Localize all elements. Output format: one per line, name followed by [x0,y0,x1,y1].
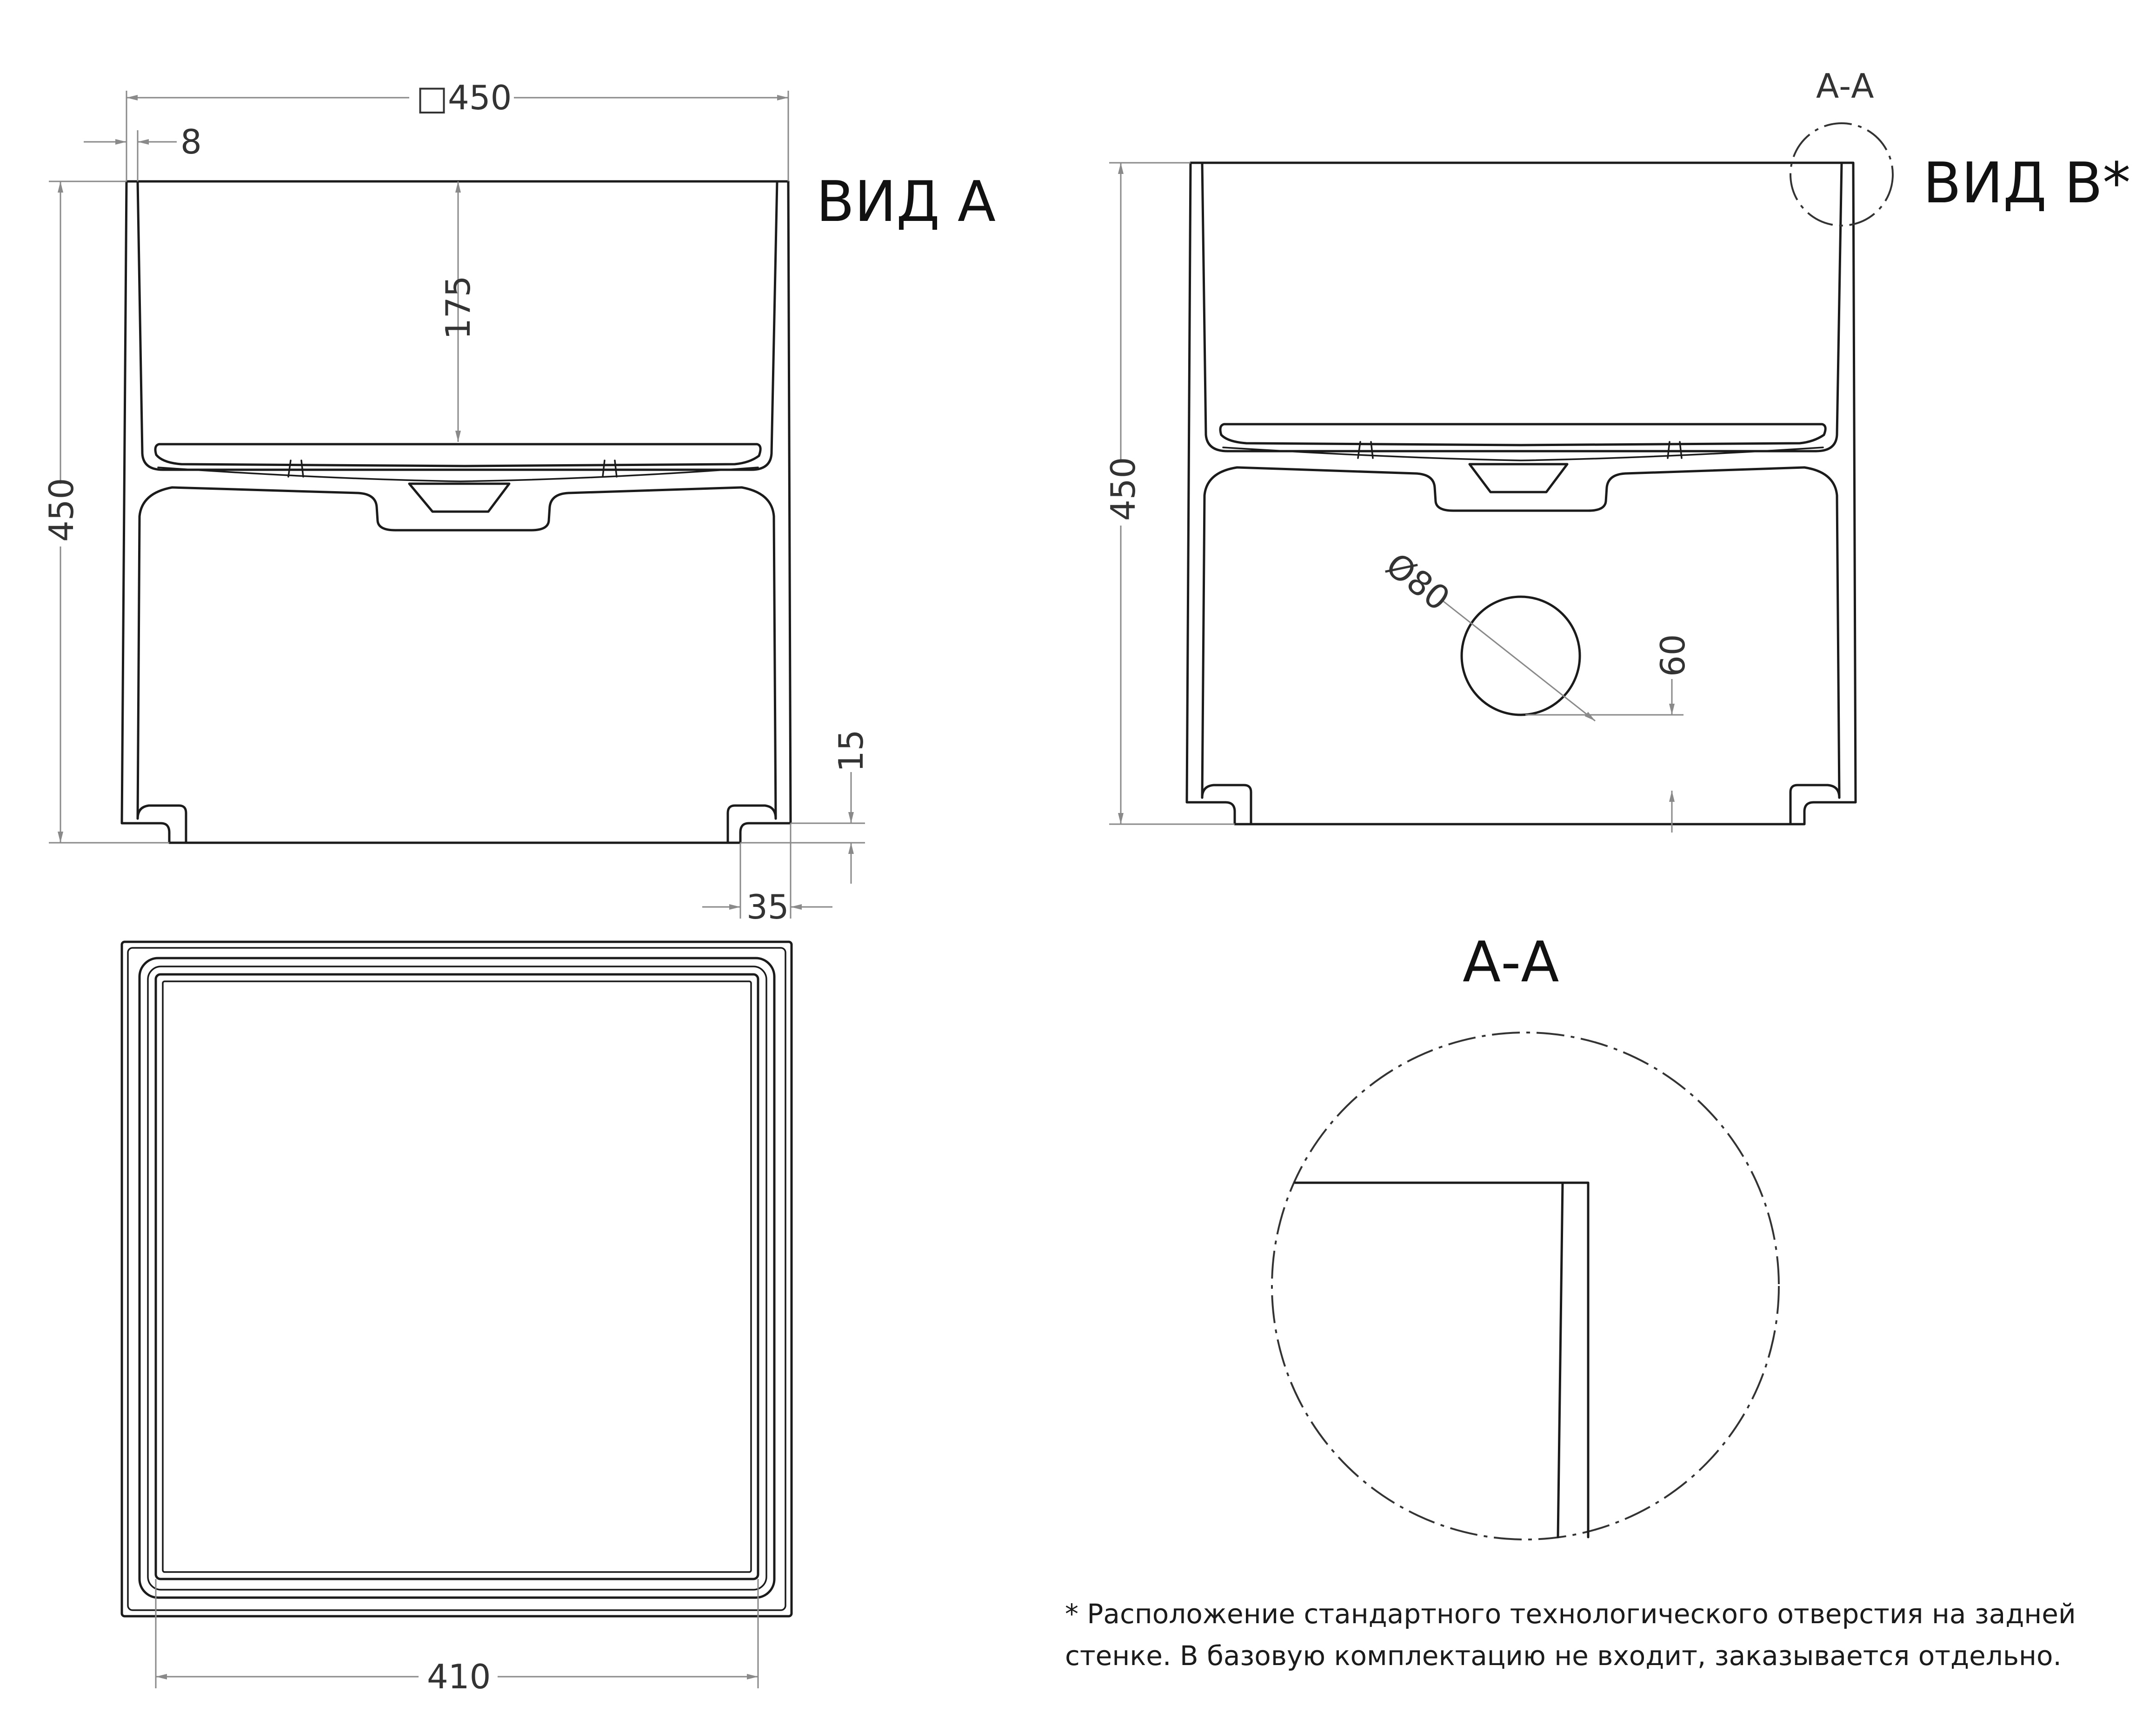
label-view-a: ВИД А [816,170,996,234]
top-view-rim [138,957,776,1599]
footnote: * Расположение стандартного технологичес… [1065,1598,2076,1672]
dim-hole-offset: 60 [1653,634,1692,677]
view-a-drain-cut [408,482,511,513]
view-a-dimensions: □450 8 175 450 15 35 [42,78,871,926]
dim-tray-depth: 175 [439,276,478,340]
top-view-drawing [120,940,793,1618]
dim-foot-width: 35 [746,887,789,926]
view-b-cabinet-interior [1201,466,1841,799]
dim-wall: 8 [180,122,202,161]
dim-inner-width: 410 [427,1657,491,1696]
view-b-dimensions: 450 Ø80 60 [1104,162,1692,833]
view-b-shelf [1219,423,1827,446]
label-view-b: ВИД В* [1923,151,2130,216]
view-b-hole [1460,595,1581,716]
view-a-inner-wall-left [136,180,779,471]
dim-top-width: □450 [416,78,512,117]
section-detail-circle [1271,1032,1780,1540]
dim-hole-diameter: Ø80 [1379,545,1457,618]
section-callout-circle [1790,122,1894,227]
dim-height-left: 450 [42,478,81,542]
view-a-cabinet-interior [136,486,777,820]
section-detail-profile [1294,1181,1590,1539]
label-section-title: А-А [1463,930,1559,995]
view-b-outer-profile [1185,161,1857,826]
section-detail [1271,1032,1780,1540]
top-view-dimensions: 410 [155,1579,759,1696]
view-b-inner-wall [1201,161,1843,453]
label-section-callout: А-А [1816,67,1874,106]
view-a-shelf [154,443,762,467]
top-view-outer [120,940,793,1618]
dim-foot-height: 15 [832,729,871,772]
dim-height-right: 450 [1104,457,1143,521]
view-b-drawing [1185,161,1857,826]
view-b-drain-cut [1468,463,1569,493]
top-view-inner [154,973,759,1580]
footnote-line-2: стенке. В базовую комплектацию не входит… [1065,1640,2062,1672]
view-a-shelf-lower [157,466,759,482]
footnote-line-1: * Расположение стандартного технологичес… [1065,1598,2076,1630]
